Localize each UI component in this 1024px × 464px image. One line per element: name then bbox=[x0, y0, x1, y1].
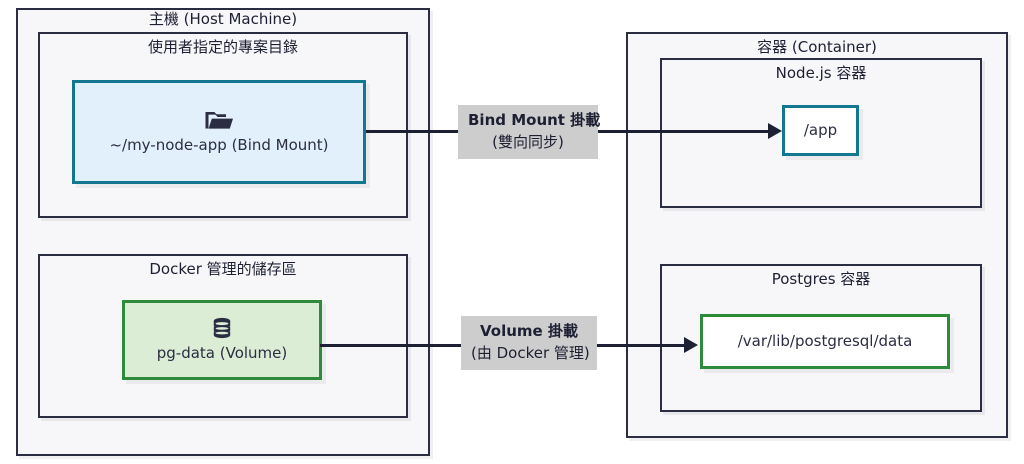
volume-source-label: pg-data (Volume) bbox=[156, 343, 288, 362]
database-icon bbox=[212, 317, 232, 339]
volume-edge-label-secondary: (由 Docker 管理) bbox=[471, 344, 590, 362]
volume-edge-label-primary: Volume 掛載 bbox=[480, 322, 578, 340]
nodejs-container-title: Node.js 容器 bbox=[775, 64, 867, 82]
bind-mount-edge-label-secondary: (雙向同步) bbox=[492, 133, 564, 151]
bind-mount-source-box[interactable]: ~/my-node-app (Bind Mount) bbox=[72, 80, 366, 184]
host-machine-title: 主機 (Host Machine) bbox=[148, 10, 298, 28]
app-mount-target-label: /app bbox=[803, 121, 838, 139]
volume-edge-label: Volume 掛載 (由 Docker 管理) bbox=[461, 316, 597, 370]
bind-mount-edge-label-primary: Bind Mount 掛載 bbox=[468, 111, 601, 129]
container-title: 容器 (Container) bbox=[757, 38, 877, 56]
docker-storage-title: Docker 管理的儲存區 bbox=[149, 260, 297, 278]
host-project-dir-title: 使用者指定的專案目錄 bbox=[147, 38, 298, 56]
app-mount-target-box[interactable]: /app bbox=[782, 105, 859, 156]
pgdata-mount-target-box[interactable]: /var/lib/postgresql/data bbox=[700, 314, 950, 369]
volume-arrowhead-icon bbox=[684, 337, 698, 353]
bind-mount-arrowhead-icon bbox=[768, 123, 782, 139]
bind-mount-edge-label: Bind Mount 掛載 (雙向同步) bbox=[458, 105, 601, 159]
postgres-container-title: Postgres 容器 bbox=[771, 270, 871, 288]
pgdata-mount-target-label: /var/lib/postgresql/data bbox=[737, 332, 913, 350]
folder-open-icon bbox=[204, 109, 234, 131]
volume-source-box[interactable]: pg-data (Volume) bbox=[122, 300, 322, 380]
bind-mount-source-label: ~/my-node-app (Bind Mount) bbox=[109, 135, 329, 154]
